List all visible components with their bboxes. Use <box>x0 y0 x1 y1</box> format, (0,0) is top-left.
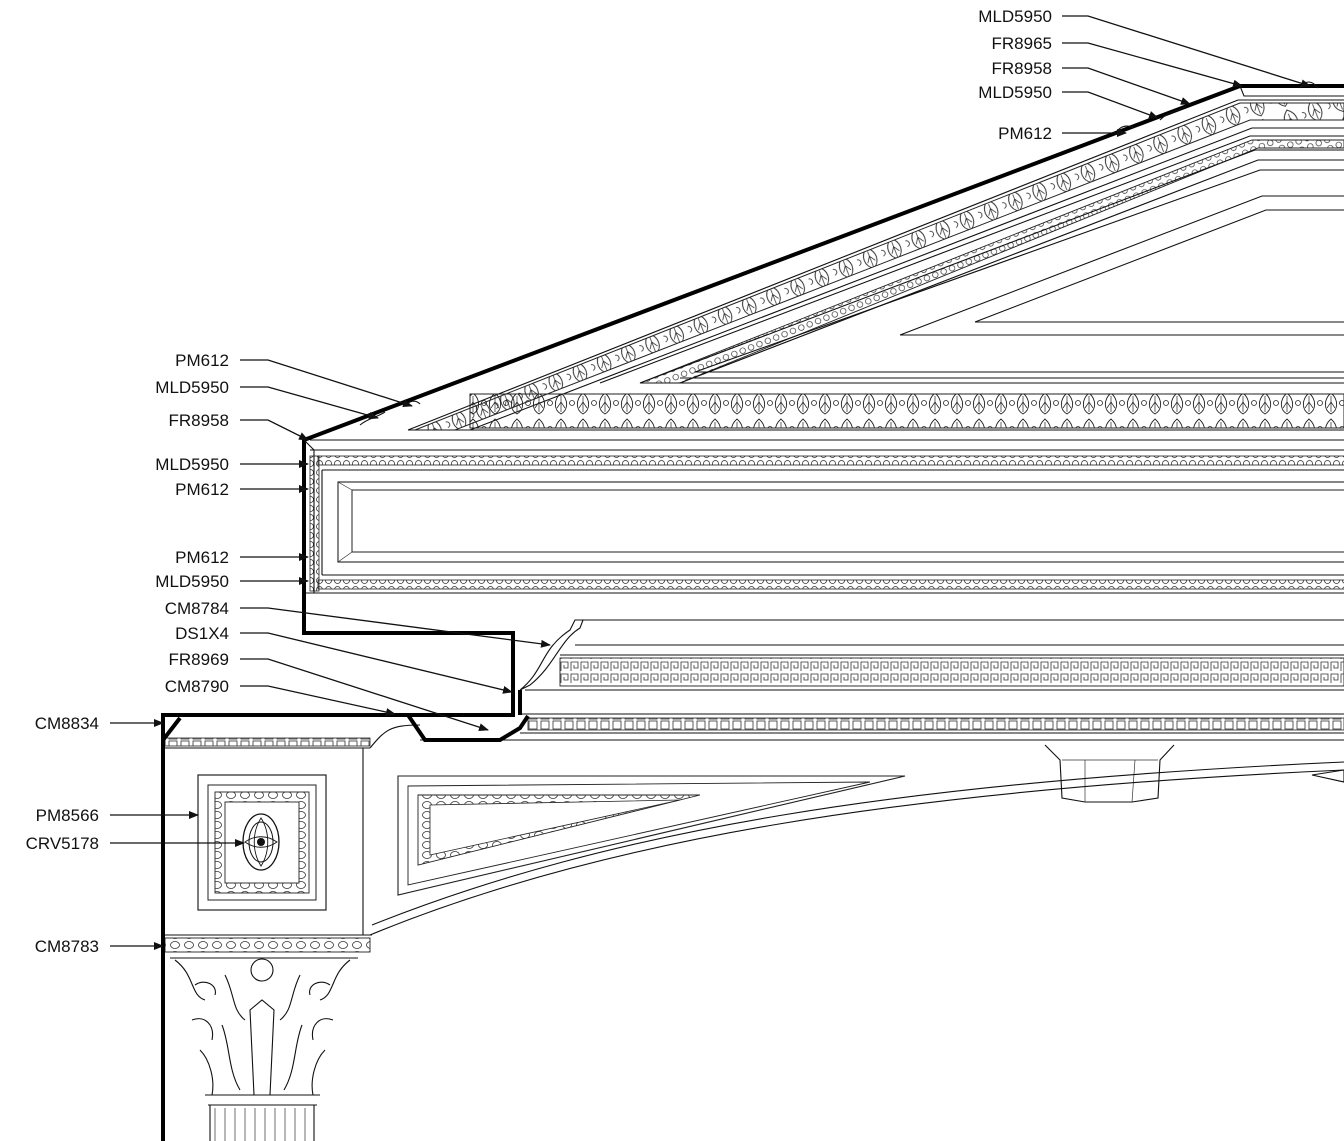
leader-line <box>240 658 489 732</box>
callout-label: MLD5950 <box>155 378 229 397</box>
callout-label: MLD5950 <box>155 455 229 474</box>
callout-label: MLD5950 <box>978 83 1052 102</box>
callout-label: PM612 <box>175 480 229 499</box>
callout-cm8784: CM8784 <box>165 599 551 648</box>
callout-ds1x4: DS1X4 <box>175 624 513 694</box>
leader-line <box>240 685 396 716</box>
callout-fr8969: FR8969 <box>169 650 489 732</box>
callout-mld5950-c: MLD5950 <box>155 572 309 591</box>
leader-line <box>1062 42 1243 88</box>
callout-label: PM612 <box>175 548 229 567</box>
raking-ornament-band <box>414 102 1344 431</box>
callout-label: CM8790 <box>165 677 229 696</box>
corinthian-capital <box>174 958 351 1141</box>
leader-line <box>240 607 551 648</box>
leader-line <box>240 359 413 408</box>
callout-mld5950-b: MLD5950 <box>155 455 309 474</box>
callout-label: PM612 <box>175 351 229 370</box>
callout-pm612-c: PM612 <box>175 548 309 567</box>
callout-cm8783: CM8783 <box>35 937 164 956</box>
callout-label: FR8958 <box>992 59 1052 78</box>
callouts-entablature: CM8784 DS1X4 FR8969 CM8790 CM8834 <box>35 599 551 733</box>
callout-fr8965: FR8965 <box>992 34 1243 88</box>
callout-pm8566: PM8566 <box>36 806 199 825</box>
callout-pm612-a: PM612 <box>175 351 413 408</box>
callout-mld5950-top: MLD5950 <box>978 7 1311 88</box>
callout-label: CRV5178 <box>26 834 99 853</box>
leader-line <box>1062 15 1311 88</box>
callout-mld5950-top-2: MLD5950 <box>978 83 1159 119</box>
callout-label: CM8784 <box>165 599 229 618</box>
callout-label: CM8783 <box>35 937 99 956</box>
callout-label: MLD5950 <box>155 572 229 591</box>
callout-crv5178: CRV5178 <box>26 834 245 853</box>
callout-fr8958-a: FR8958 <box>169 411 309 441</box>
molding-profile-outline <box>161 81 1344 1141</box>
callout-cm8790: CM8790 <box>165 677 396 716</box>
callout-cm8834: CM8834 <box>35 714 164 733</box>
callout-mld5950-a: MLD5950 <box>155 378 379 420</box>
leader-line <box>1062 67 1191 105</box>
pediment <box>310 99 1344 441</box>
entablature <box>369 619 1344 936</box>
callouts-pediment-left: PM612 MLD5950 FR8958 MLD5950 PM612 PM612… <box>155 351 413 591</box>
leader-line <box>1062 91 1159 119</box>
callout-label: MLD5950 <box>978 7 1052 26</box>
leader-line <box>240 632 513 694</box>
raking-scroll-band <box>639 139 1344 384</box>
callouts-pier: PM8566 CRV5178 CM8783 <box>26 806 245 956</box>
anthemion-frieze <box>559 657 1344 687</box>
callout-label: DS1X4 <box>175 624 229 643</box>
leader-line <box>240 419 309 441</box>
callout-label: FR8965 <box>992 34 1052 53</box>
callout-label: FR8969 <box>169 650 229 669</box>
callouts-top-right: MLD5950 FR8965 FR8958 MLD5950 PM612 <box>978 7 1311 143</box>
callout-label: FR8958 <box>169 411 229 430</box>
frieze-panel <box>305 449 1344 594</box>
callout-fr8958-top: FR8958 <box>992 59 1191 105</box>
callout-pm612-top: PM612 <box>998 124 1127 143</box>
leader-line <box>240 386 379 420</box>
callout-pm612-b: PM612 <box>175 480 309 499</box>
horizontal-ornament-band <box>469 393 1344 429</box>
callout-label: CM8834 <box>35 714 99 733</box>
pier <box>164 724 421 1141</box>
callout-label: PM8566 <box>36 806 99 825</box>
callout-label: PM612 <box>998 124 1052 143</box>
